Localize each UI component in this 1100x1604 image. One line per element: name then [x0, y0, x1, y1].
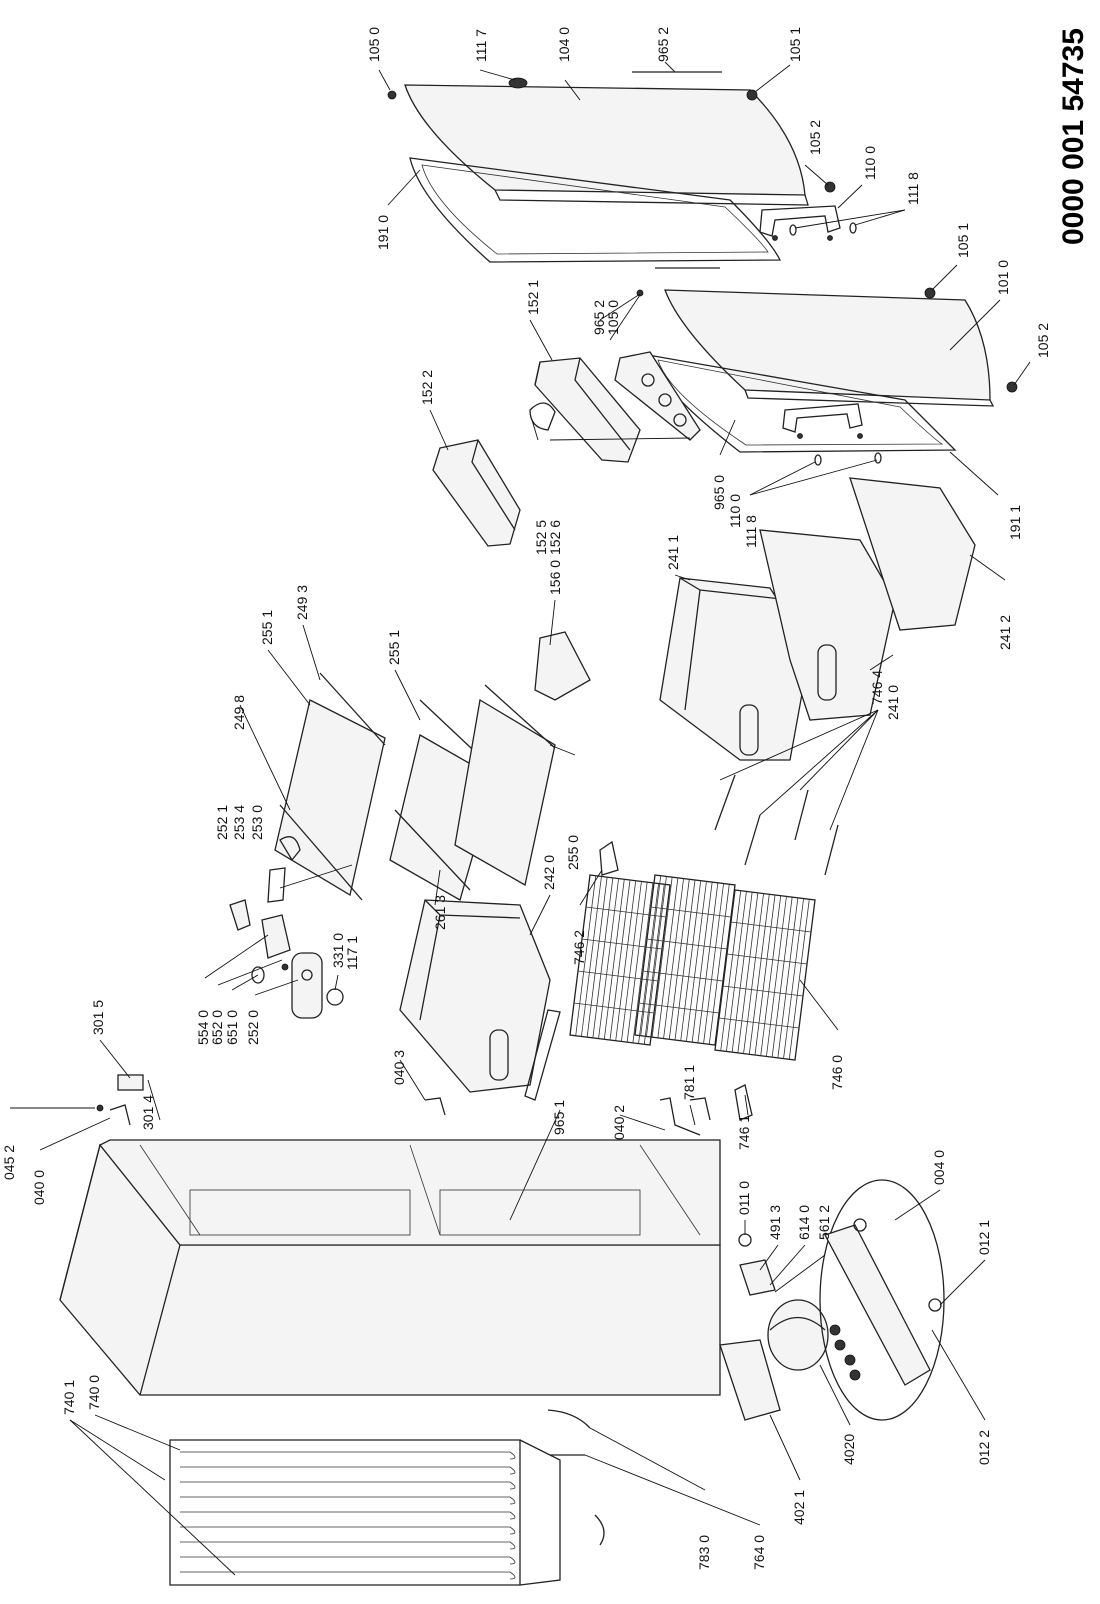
label-746-2: 746 2	[571, 930, 587, 965]
label-554-0: 554 0	[195, 1010, 211, 1045]
door-bin-upper	[534, 357, 641, 463]
label-491-3: 491 3	[767, 1205, 783, 1240]
label-746-4: 746 4	[869, 670, 885, 705]
label-241-2: 241 2	[997, 615, 1013, 650]
label-402-1: 402 1	[791, 1490, 807, 1525]
compressor	[767, 1299, 861, 1381]
label-746-0: 746 0	[829, 1055, 845, 1090]
label-110-0: 110 0	[727, 494, 743, 528]
condenser	[169, 1439, 605, 1586]
small-tray	[534, 631, 591, 701]
label-331-0: 331 0	[330, 933, 346, 968]
part-labels: 105 0 111 7 104 0 965 2 105 1 105 2 110 …	[1, 27, 1051, 1570]
label-261-3: 261 3	[432, 895, 448, 930]
freezer-drawer-middle	[759, 529, 896, 721]
label-4020: 4020	[841, 1434, 857, 1465]
lower-door-handle	[636, 267, 1018, 466]
label-241-1: 241 1	[665, 535, 681, 570]
label-301-5: 301 5	[90, 1000, 106, 1035]
label-965-2: 965 2	[655, 27, 671, 62]
label-740-0: 740 0	[86, 1375, 102, 1410]
label-252-1: 252 1	[214, 805, 230, 840]
label-011-0: 011 0	[736, 1181, 752, 1215]
glass-shelf-upper	[274, 672, 386, 901]
label-105-2: 105 2	[807, 120, 823, 155]
label-012-1: 012 1	[976, 1220, 992, 1255]
label-561-2: 561 2	[816, 1205, 832, 1240]
hinge-fittings	[96, 1074, 711, 1136]
drain-tube	[547, 1409, 591, 1456]
label-242-0: 242 0	[541, 855, 557, 890]
label-740-1: 740 1	[61, 1380, 77, 1415]
label-191-0: 191 0	[375, 215, 391, 250]
label-040-3: 040 3	[391, 1050, 407, 1085]
label-152-5: 152 5	[533, 520, 549, 555]
label-101-0: 101 0	[995, 260, 1011, 295]
base-plate	[819, 1179, 945, 1421]
label-255-1: 255 1	[259, 610, 275, 645]
label-104-0: 104 0	[556, 27, 572, 62]
relay-box	[719, 1339, 781, 1421]
label-040-0: 040 0	[31, 1170, 47, 1205]
label-111-7: 111 7	[473, 29, 489, 62]
thermostat-light-assembly	[229, 836, 344, 1019]
label-105-0: 105 0	[605, 300, 621, 335]
label-105-0: 105 0	[366, 27, 382, 62]
small-bracket	[739, 1259, 776, 1296]
label-111-8: 111 8	[905, 172, 921, 205]
label-111-8: 111 8	[743, 515, 759, 548]
glass-shelf-middle-b	[454, 684, 556, 887]
label-965-2: 965 2	[591, 300, 607, 335]
label-156-0: 156 0	[547, 560, 563, 595]
label-191-1: 191 1	[1007, 505, 1023, 540]
label-105-2: 105 2	[1035, 323, 1051, 358]
label-965-0: 965 0	[711, 475, 727, 510]
label-255-0: 255 0	[565, 835, 581, 870]
label-764-0: 764 0	[751, 1535, 767, 1570]
document-number: 0000 001 54735	[1057, 28, 1090, 245]
label-105-1: 105 1	[955, 223, 971, 258]
freezer-drawer-top	[659, 577, 811, 761]
label-253-4: 253 4	[231, 805, 247, 840]
label-249-8: 249 8	[231, 695, 247, 730]
label-783-0: 783 0	[696, 1535, 712, 1570]
label-110-0: 110 0	[862, 146, 878, 180]
label-301-4: 301 4	[140, 1095, 156, 1130]
label-040-2: 040 2	[611, 1105, 627, 1140]
label-152-1: 152 1	[525, 280, 541, 315]
leader-lines	[10, 61, 1031, 1576]
cabinet	[59, 1139, 752, 1396]
freezer-drawer-bottom	[849, 477, 976, 631]
label-781-1: 781 1	[681, 1065, 697, 1100]
label-152-2: 152 2	[419, 370, 435, 405]
door-bin-lower	[432, 439, 521, 547]
label-012-2: 012 2	[976, 1430, 992, 1465]
label-117-1: 117 1	[344, 936, 360, 970]
label-652-0: 652 0	[209, 1010, 225, 1045]
label-746-1: 746 1	[736, 1115, 752, 1150]
lower-door	[664, 289, 995, 407]
label-249-3: 249 3	[294, 585, 310, 620]
label-651-0: 651 0	[224, 1010, 240, 1045]
egg-tray-and-cover	[529, 351, 701, 441]
label-105-1: 105 1	[787, 27, 803, 62]
label-004-0: 004 0	[931, 1150, 947, 1185]
label-045-2: 045 2	[1, 1145, 17, 1180]
label-614-0: 614 0	[796, 1205, 812, 1240]
upper-door-hinge-pins	[387, 71, 857, 236]
crisper-drawer	[399, 899, 561, 1101]
wire-shelves	[569, 874, 816, 1061]
upper-door	[404, 77, 809, 206]
label-252-0: 252 0	[245, 1010, 261, 1045]
label-152-6: 152 6	[547, 520, 563, 555]
label-965-1: 965 1	[551, 1100, 567, 1135]
label-241-0: 241 0	[885, 685, 901, 720]
upper-door-gasket	[409, 157, 782, 263]
upper-door-handle	[759, 205, 841, 241]
wire-shelf-rails	[599, 774, 839, 1121]
label-253-0: 253 0	[249, 805, 265, 840]
label-255-1: 255 1	[386, 630, 402, 665]
